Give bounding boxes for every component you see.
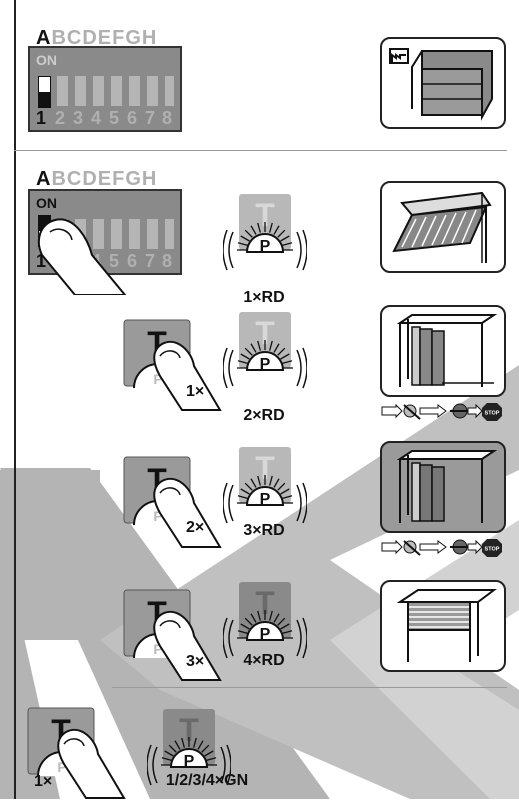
- svg-text:P: P: [260, 491, 271, 508]
- divider-line: [112, 687, 507, 688]
- press-button-icon: T P: [122, 318, 222, 413]
- stop-label: STOP: [485, 547, 500, 553]
- divider-line: [14, 150, 507, 151]
- flash-label: 4×RD: [226, 652, 302, 670]
- motion-sequence-icon: STOP: [380, 537, 505, 559]
- svg-text:P: P: [260, 356, 271, 373]
- side-door-icon: [382, 443, 504, 531]
- dip-letters-2: ABCDEFGH: [36, 168, 157, 191]
- press-button-icon: T P: [122, 588, 222, 683]
- flash-label: 3×RD: [226, 522, 302, 540]
- tilt-door-icon: [382, 183, 504, 271]
- dip-number: 2: [55, 108, 65, 129]
- press-count: 1×: [34, 773, 52, 791]
- side-door-panel: [380, 305, 506, 397]
- press-count: 3×: [186, 653, 204, 671]
- dip-number: 8: [162, 251, 172, 272]
- press-count: 1×: [186, 383, 204, 401]
- dip-slot: [111, 76, 122, 106]
- stop-label: STOP: [485, 411, 500, 417]
- dip-number: 7: [145, 108, 155, 129]
- dip-slot: [147, 219, 158, 249]
- dip-on-label: ON: [36, 52, 57, 68]
- roller-door-panel: [380, 580, 506, 672]
- dip-slot: [165, 219, 174, 249]
- dip-slot: [129, 76, 140, 106]
- factory-door-icon: [382, 39, 504, 127]
- dip-slot-1: [38, 76, 51, 108]
- roller-door-icon: [382, 582, 504, 670]
- side-door-icon: [382, 307, 504, 395]
- tilt-door-panel: [380, 181, 506, 273]
- press-count: 2×: [186, 519, 204, 537]
- dip-on-label: ON: [36, 195, 57, 211]
- dip-number: 4: [91, 108, 101, 129]
- dip-slot: [75, 76, 86, 106]
- dip-slot: [57, 76, 68, 106]
- factory-garage-panel: [380, 37, 506, 129]
- flash-label: 1×RD: [226, 289, 302, 307]
- dip-slot: [129, 219, 140, 249]
- flash-label: 1/2/3/4×GN: [152, 772, 262, 790]
- side-door-panel-2: [380, 441, 506, 533]
- dip-number: 5: [109, 108, 119, 129]
- dip-number: 7: [145, 251, 155, 272]
- flash-label: 2×RD: [226, 407, 302, 425]
- flash-indicator-icon: T P: [223, 190, 307, 280]
- dip-slot: [147, 76, 158, 106]
- dip-slot: [165, 76, 174, 106]
- dip-switch-1: ON 1 2 3 4 5 6 7 8: [28, 46, 182, 132]
- dip-number: 6: [127, 108, 137, 129]
- dip-number-1: 1: [36, 108, 46, 129]
- motion-sequence-icon: STOP: [380, 401, 505, 423]
- flash-indicator-icon: T P: [223, 308, 307, 398]
- dip-number: 3: [73, 108, 83, 129]
- svg-text:P: P: [260, 238, 271, 255]
- svg-text:P: P: [184, 753, 195, 770]
- flash-indicator-icon: T P: [223, 443, 307, 533]
- svg-text:P: P: [260, 626, 271, 643]
- dip-number: 8: [162, 108, 172, 129]
- left-border: [14, 0, 16, 799]
- finger-icon: [30, 210, 130, 295]
- press-button-icon: T P: [122, 455, 222, 550]
- dip-slot: [93, 76, 104, 106]
